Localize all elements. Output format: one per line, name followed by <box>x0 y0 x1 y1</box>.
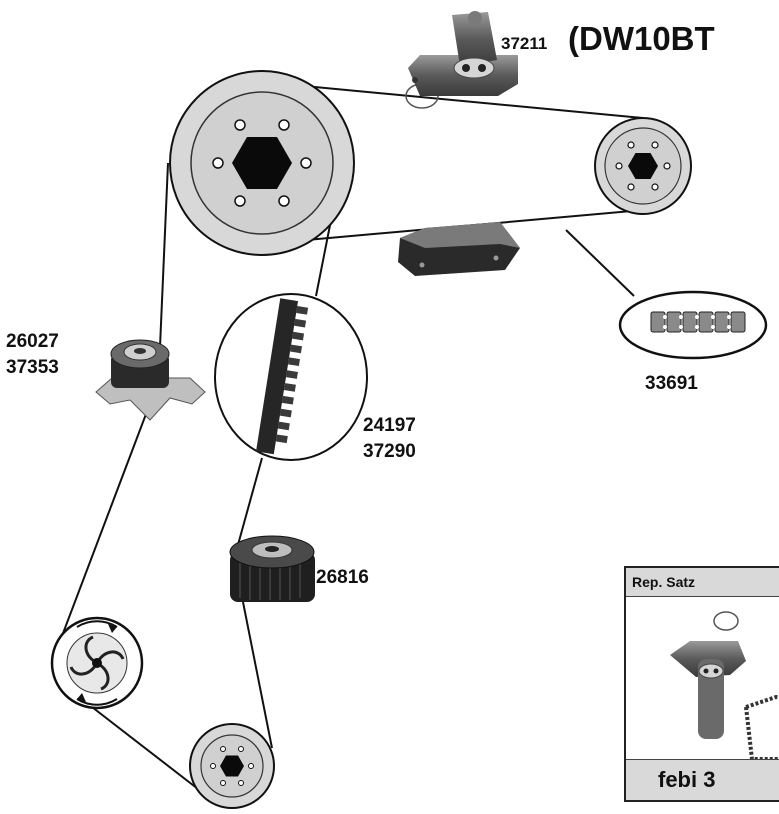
repair-kit-header: Rep. Satz <box>626 568 779 597</box>
label-37290: 37290 <box>363 440 416 464</box>
label-24197: 24197 <box>363 414 416 438</box>
engine-code-title: (DW10BT <box>568 20 715 58</box>
chain-tensioner-part <box>406 11 518 108</box>
camshaft-sprocket <box>595 118 691 214</box>
label-37353: 37353 <box>6 356 59 380</box>
timing-chain-part <box>620 292 766 358</box>
water-pump-icon <box>52 618 142 708</box>
label-26816: 26816 <box>316 566 369 590</box>
repair-kit-footer: febi 3 <box>626 759 779 800</box>
repair-kit-image <box>626 597 779 759</box>
label-37211: 37211 <box>501 32 547 56</box>
belt-tensioner-part <box>96 340 205 420</box>
crankshaft-pulley <box>190 724 274 808</box>
label-26027: 26027 <box>6 330 59 354</box>
chain-leader-line <box>566 230 634 296</box>
idler-pulley-part <box>230 536 315 602</box>
large-pulley <box>170 71 354 255</box>
timing-belt-part <box>215 294 367 460</box>
label-33691: 33691 <box>645 372 698 396</box>
repair-kit-box: Rep. Satz febi 3 <box>624 566 779 802</box>
